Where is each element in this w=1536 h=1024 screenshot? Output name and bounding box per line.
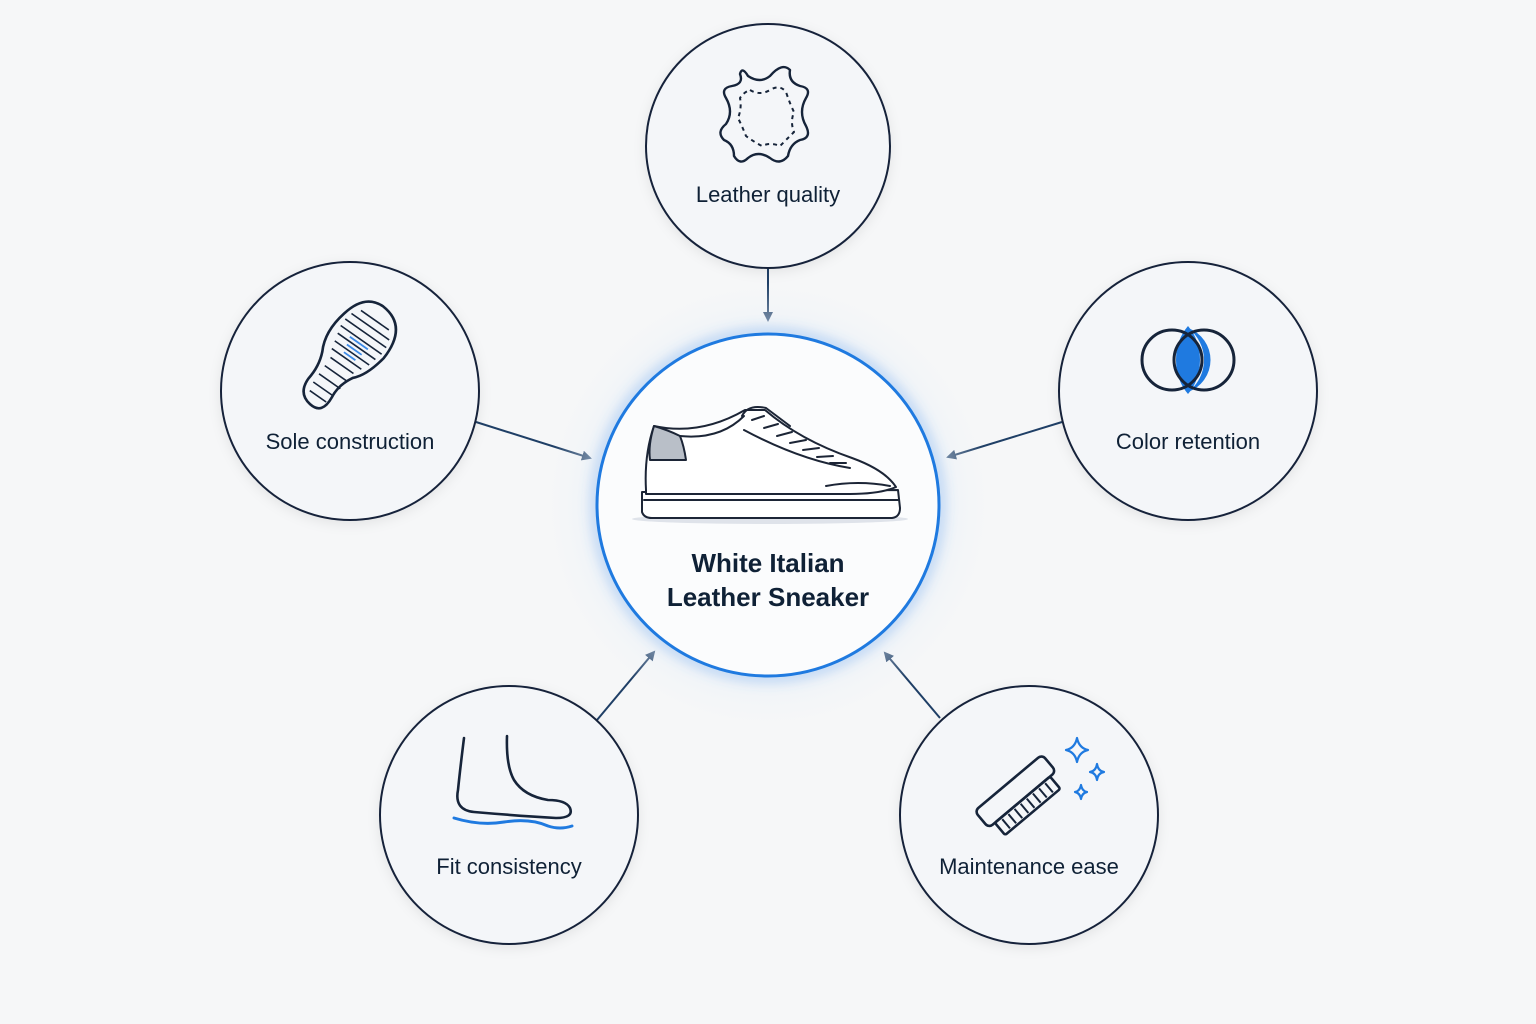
node-maintenance-ease [899, 685, 1159, 945]
node-leather-quality [645, 23, 891, 269]
center-title: White Italian Leather Sneaker [608, 546, 928, 614]
node-fit-consistency [379, 685, 639, 945]
maintenance-ease-label: Maintenance ease [939, 854, 1119, 879]
center-title-line2: Leather Sneaker [666, 582, 870, 612]
leather-quality-label: Leather quality [695, 182, 841, 207]
node-circle [645, 23, 891, 269]
fit-consistency-label: Fit consistency [436, 854, 582, 879]
sole-construction-label: Sole construction [265, 429, 435, 454]
node-circle [220, 261, 480, 521]
node-color-retention [1058, 261, 1318, 521]
sneaker-icon [632, 406, 908, 524]
foot-icon [452, 734, 574, 830]
color-retention-label: Color retention [1115, 429, 1261, 454]
node-sole-construction [220, 261, 480, 521]
center-node [546, 283, 990, 727]
cleaning-brush-icon [975, 736, 1106, 836]
leather-hide-icon [719, 65, 810, 163]
shoe-sole-icon [302, 300, 398, 410]
center-title-line1: White Italian [691, 548, 845, 578]
color-circles-icon [1140, 326, 1236, 394]
sparkle-icon [1064, 736, 1106, 801]
